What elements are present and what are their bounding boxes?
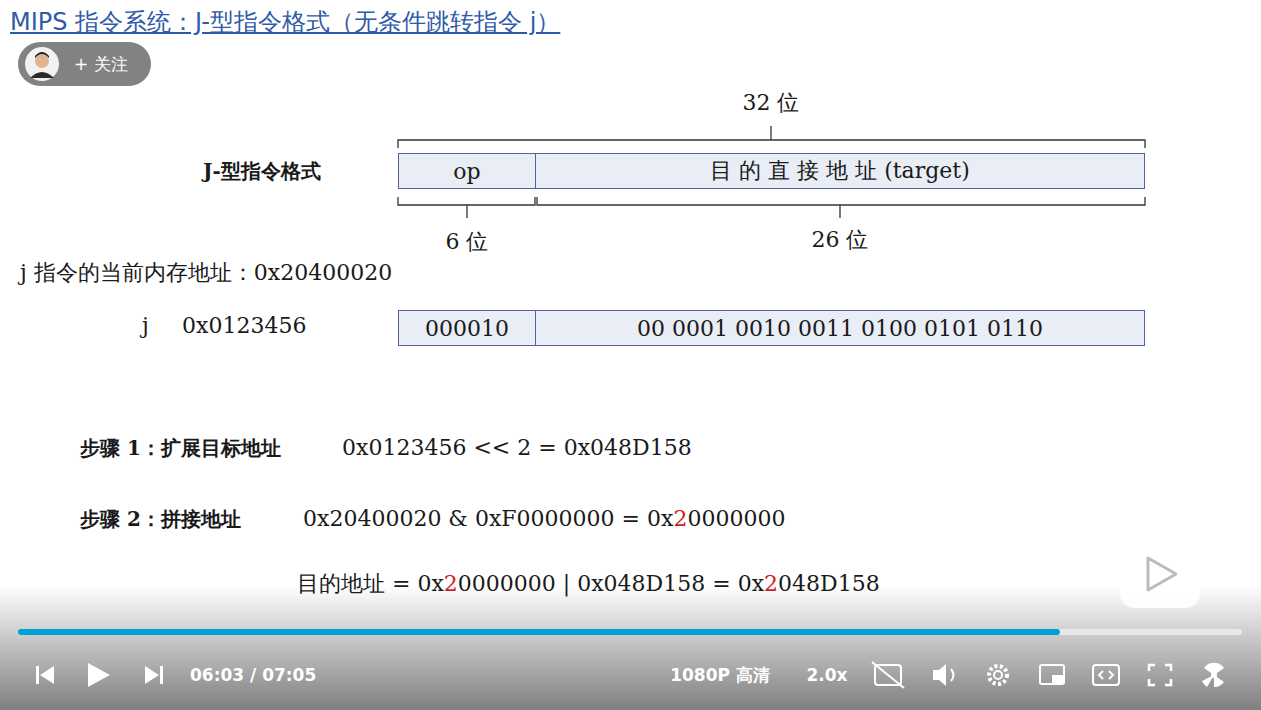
- text-line: J-型指令格式: [203, 159, 321, 183]
- text-line: 1080P 高清: [670, 665, 770, 685]
- target-field: 目 的 直 接 地 址 (target): [535, 153, 1145, 189]
- label-text: 目的地址 = 0x: [297, 571, 444, 596]
- text-line: 步骤 2：拼接地址: [80, 507, 241, 531]
- label-text: 048D158: [778, 571, 880, 596]
- text-line: 26 位: [812, 227, 869, 253]
- label-text: 2: [764, 571, 778, 596]
- text-line: 0x0123456: [182, 313, 306, 339]
- label-text: 0000000 | 0x048D158 = 0x: [458, 571, 764, 596]
- label-text: 0x0123456 << 2 = 0x048D158: [342, 435, 692, 460]
- text-line: 06:03 / 07:05: [190, 665, 316, 685]
- label-text: J-型指令格式: [203, 159, 321, 183]
- label-text: 步骤 1：扩展目标地址: [80, 436, 281, 460]
- control-icons: [36, 662, 1224, 688]
- field-text: 00 0001 0010 0011 0100 0101 0110: [637, 316, 1043, 341]
- width-brackets: [398, 126, 1145, 218]
- follow-button: + 关注: [18, 42, 151, 86]
- progress-fill: [18, 629, 1060, 635]
- label-text: 26 位: [812, 227, 869, 252]
- avatar: [24, 46, 60, 82]
- progress-track: [18, 629, 1242, 635]
- op-value: 000010: [398, 310, 536, 346]
- text-line: 32 位: [743, 90, 800, 116]
- text-line: j 指令的当前内存地址：0x20400020: [20, 260, 392, 286]
- text-line: j: [142, 313, 149, 339]
- label-text: j: [142, 313, 149, 338]
- label-text: 0000000: [687, 506, 785, 531]
- field-text: 000010: [425, 316, 509, 341]
- field-text: 目 的 直 接 地 址 (target): [710, 156, 970, 186]
- big-play-icon: [1148, 558, 1176, 590]
- field-text: op: [453, 159, 480, 184]
- text-line: 目的地址 = 0x20000000 | 0x048D158 = 0x2048D1…: [297, 571, 880, 597]
- label-text: 0x0123456: [182, 313, 306, 338]
- op-field: op: [398, 153, 536, 189]
- target-value: 00 0001 0010 0011 0100 0101 0110: [535, 310, 1145, 346]
- big-play-button: [1120, 540, 1200, 608]
- text-line: 6 位: [446, 229, 489, 255]
- label-text: 06:03 / 07:05: [190, 665, 316, 685]
- text-line: 0x20400020 & 0xF0000000 = 0x20000000: [303, 506, 785, 532]
- label-text: 32 位: [743, 90, 800, 115]
- label-text: 6 位: [446, 229, 489, 254]
- label-text: 1080P 高清: [670, 665, 770, 685]
- label-text: 2: [673, 506, 687, 531]
- text-line: 0x0123456 << 2 = 0x048D158: [342, 435, 692, 461]
- text-line: 2.0x: [806, 665, 847, 685]
- player-shade: [0, 585, 1261, 710]
- label-text: 2.0x: [806, 665, 847, 685]
- button-text: + 关注: [74, 53, 128, 76]
- label-text: 2: [444, 571, 458, 596]
- slide-title: MIPS 指令系统：J-型指令格式（无条件跳转指令 j）: [10, 6, 560, 38]
- text-line: 步骤 1：扩展目标地址: [80, 436, 281, 460]
- label-text: 步骤 2：拼接地址: [80, 507, 241, 531]
- label-text: 0x20400020 & 0xF0000000 = 0x: [303, 506, 673, 531]
- label-text: j 指令的当前内存地址：0x20400020: [20, 260, 392, 285]
